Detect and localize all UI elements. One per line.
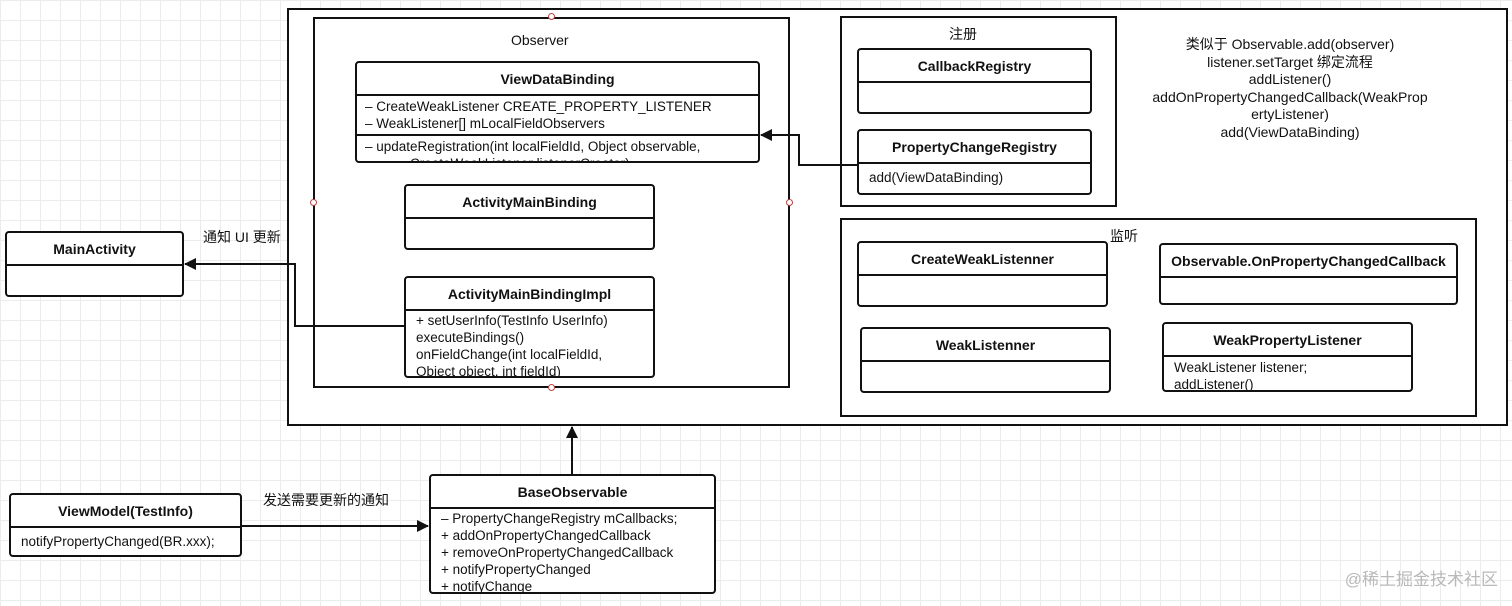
- class-name: ViewDataBinding: [357, 63, 758, 96]
- class-methods: notifyPropertyChanged(BR.xxx);: [11, 528, 240, 555]
- class-name: BaseObservable: [431, 476, 714, 509]
- note-line: addListener(): [1248, 71, 1332, 87]
- member: + notifyChange: [441, 579, 533, 594]
- field: addListener(): [1174, 377, 1254, 392]
- activity-main-binding-class[interactable]: ActivityMainBinding: [404, 184, 655, 250]
- class-methods: – updateRegistration(int localFieldId, O…: [357, 136, 758, 161]
- class-name: ViewModel(TestInfo): [11, 495, 240, 528]
- connection-handle-left[interactable]: [310, 199, 317, 206]
- main-activity-class[interactable]: MainActivity: [5, 231, 184, 297]
- registry-to-binding-connector[interactable]: [760, 129, 857, 166]
- class-name: MainActivity: [7, 233, 182, 266]
- binding-flow-note: 类似于 Observable.add(observer) listener.se…: [1140, 36, 1440, 141]
- method: CreateWeakListener listenerCreator): [365, 155, 750, 161]
- field: WeakListener listener;: [1174, 360, 1308, 375]
- method: executeBindings(): [416, 330, 525, 345]
- class-name: ActivityMainBinding: [406, 186, 653, 219]
- base-observable-class[interactable]: BaseObservable – PropertyChangeRegistry …: [429, 474, 716, 594]
- register-group-title: 注册: [949, 26, 977, 42]
- note-line: 类似于 Observable.add(observer): [1185, 36, 1395, 52]
- observer-group-title: Observer: [511, 32, 569, 48]
- class-fields: – CreateWeakListener CREATE_PROPERTY_LIS…: [357, 96, 758, 136]
- class-name: WeakPropertyListener: [1164, 324, 1411, 357]
- class-name: PropertyChangeRegistry: [859, 131, 1090, 164]
- class-methods: + setUserInfo(TestInfo UserInfo) execute…: [406, 311, 653, 378]
- callback-registry-class[interactable]: CallbackRegistry: [857, 48, 1092, 114]
- method: – updateRegistration(int localFieldId, O…: [365, 139, 701, 154]
- field: – CreateWeakListener CREATE_PROPERTY_LIS…: [365, 99, 712, 114]
- connection-handle-right[interactable]: [786, 199, 793, 206]
- note-line: ertyListener): [1251, 106, 1329, 122]
- class-fields: WeakListener listener; addListener(): [1164, 357, 1411, 392]
- class-name: ActivityMainBindingImpl: [406, 278, 653, 311]
- class-name: CallbackRegistry: [859, 50, 1090, 83]
- weak-property-listener-class[interactable]: WeakPropertyListener WeakListener listen…: [1162, 322, 1413, 392]
- method: Object object, int fieldId): [416, 364, 561, 378]
- view-model-class[interactable]: ViewModel(TestInfo) notifyPropertyChange…: [9, 493, 242, 557]
- create-weak-listener-class[interactable]: CreateWeakListenner: [857, 241, 1108, 307]
- note-line: add(ViewDataBinding): [1220, 123, 1360, 140]
- method: onFieldChange(int localFieldId,: [416, 347, 603, 362]
- on-property-changed-callback-class[interactable]: Observable.OnPropertyChangedCallback: [1159, 243, 1458, 305]
- class-methods: add(ViewDataBinding): [859, 164, 1090, 191]
- field: – WeakListener[] mLocalFieldObservers: [365, 116, 605, 131]
- method: + setUserInfo(TestInfo UserInfo): [416, 313, 608, 328]
- class-name: WeakListenner: [862, 329, 1109, 362]
- activity-main-binding-impl-class[interactable]: ActivityMainBindingImpl + setUserInfo(Te…: [404, 276, 655, 378]
- method: notifyPropertyChanged(BR.xxx);: [21, 534, 215, 549]
- connection-handle-top[interactable]: [548, 13, 555, 20]
- method: add(ViewDataBinding): [869, 170, 1004, 185]
- listen-group: [840, 218, 1477, 417]
- connection-handle-bottom[interactable]: [548, 384, 555, 391]
- class-name: Observable.OnPropertyChangedCallback: [1161, 245, 1456, 278]
- class-name: CreateWeakListenner: [859, 243, 1106, 276]
- class-members: – PropertyChangeRegistry mCallbacks; + a…: [431, 509, 714, 594]
- notify-ui-update-label: 通知 UI 更新: [203, 229, 281, 245]
- property-change-registry-class[interactable]: PropertyChangeRegistry add(ViewDataBindi…: [857, 129, 1092, 195]
- member: + notifyPropertyChanged: [441, 562, 591, 577]
- impl-to-main-activity-connector[interactable]: [184, 258, 404, 327]
- send-update-notification-label: 发送需要更新的通知: [263, 492, 389, 508]
- member: + removeOnPropertyChangedCallback: [441, 545, 674, 560]
- note-line: listener.setTarget 绑定流程: [1207, 53, 1373, 70]
- view-data-binding-class[interactable]: ViewDataBinding – CreateWeakListener CRE…: [355, 61, 760, 163]
- member: – PropertyChangeRegistry mCallbacks;: [441, 511, 678, 526]
- listen-group-title: 监听: [1110, 228, 1138, 244]
- watermark-text: @稀土掘金技术社区: [1344, 570, 1498, 589]
- member: + addOnPropertyChangedCallback: [441, 528, 651, 543]
- register-group: [840, 16, 1117, 207]
- weak-listener-class[interactable]: WeakListenner: [860, 327, 1111, 393]
- note-line: addOnPropertyChangedCallback(WeakProp: [1152, 88, 1428, 105]
